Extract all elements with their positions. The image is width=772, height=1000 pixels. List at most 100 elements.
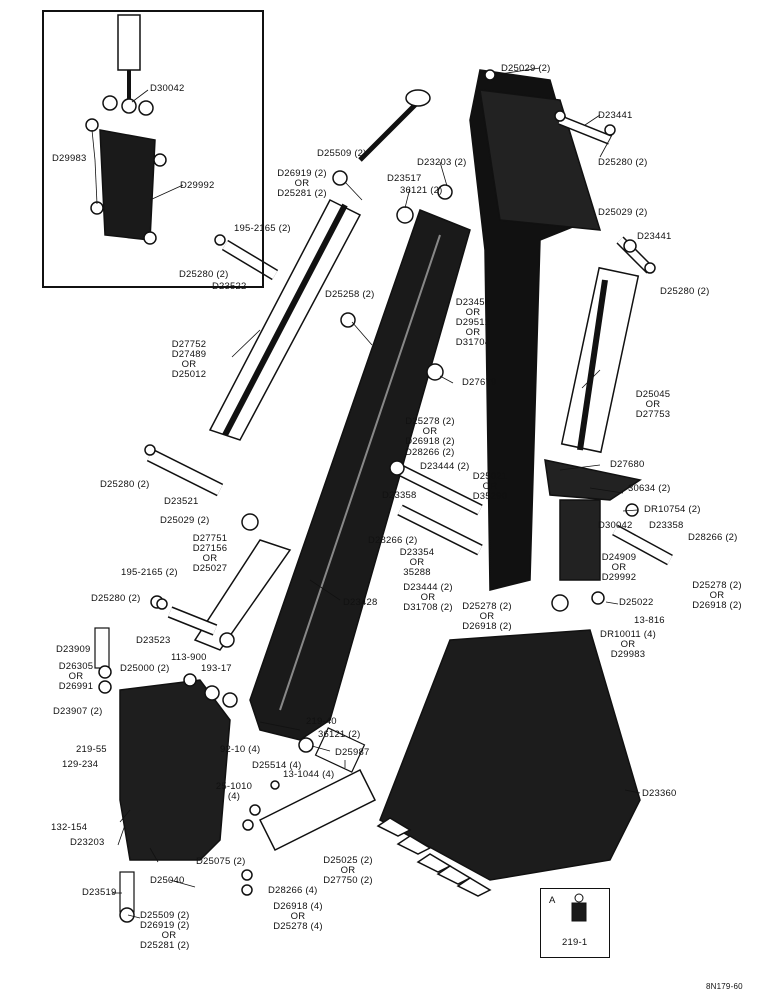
link-plate	[559, 499, 601, 581]
inset-drawing	[85, 14, 167, 245]
part-label: D23519	[82, 887, 117, 898]
part-label: D29992	[180, 180, 215, 191]
part-label: D25280 (2)	[91, 593, 141, 604]
part-label: D24909	[601, 552, 637, 563]
part-label: D27752	[171, 339, 207, 350]
part-label: D26918 (2)	[692, 600, 742, 611]
part-label: D23907 (2)	[53, 706, 103, 717]
part-label: OR	[465, 327, 481, 338]
part-label: D23360	[642, 788, 677, 799]
part-label: OR	[422, 426, 438, 437]
part-label: D27679	[462, 377, 497, 388]
part-label: 219-55	[76, 744, 107, 755]
part-label: 113-900	[171, 652, 207, 663]
part-label: OR	[611, 562, 627, 573]
part-label: D25075 (2)	[196, 856, 246, 867]
part-label: 195-2165 (2)	[121, 567, 178, 578]
part-label: OR	[420, 592, 436, 603]
part-label: OR	[340, 865, 356, 876]
part-label: 25-1010	[215, 781, 253, 792]
ref-box-figure	[571, 893, 587, 922]
part-label: D23358	[649, 520, 684, 531]
ref-caption: 219-1	[562, 937, 588, 948]
part-label: 30634 (2)	[628, 483, 671, 494]
bucket-teeth	[376, 817, 492, 897]
part-label: D23441	[598, 110, 633, 121]
part-label: D31704	[455, 337, 491, 348]
part-label: D25280 (2)	[100, 479, 150, 490]
part-label: D23521	[164, 496, 199, 507]
part-label: D25987	[335, 747, 370, 758]
part-label: OR	[161, 930, 177, 941]
ref-letter: A	[549, 895, 556, 906]
part-label: 36121 (2)	[400, 185, 443, 196]
part-label: D23523	[136, 635, 171, 646]
part-label: OR	[620, 639, 636, 650]
part-label: D25027	[192, 563, 228, 574]
part-label: D27750 (2)	[323, 875, 373, 886]
part-label: D25258 (2)	[325, 289, 375, 300]
inset-frame	[42, 10, 264, 288]
part-label: D26991	[58, 681, 94, 692]
part-label: D27680	[610, 459, 645, 470]
part-label: D29983	[52, 153, 87, 164]
part-label: D23517	[387, 173, 422, 184]
part-label: D26919 (2)	[140, 920, 190, 931]
part-label: D28266 (2)	[405, 447, 455, 458]
part-label: D25021	[472, 471, 508, 482]
part-label: D25278 (2)	[692, 580, 742, 591]
swing-tower	[119, 679, 231, 861]
part-label: D35290	[472, 491, 508, 502]
part-label: DR10011 (4)	[600, 629, 656, 640]
part-label: OR	[68, 671, 84, 682]
part-label: D26918 (2)	[405, 436, 455, 447]
part-label: 195-2165 (2)	[234, 223, 291, 234]
part-label: D26918 (4)	[273, 901, 323, 912]
part-label: 35288	[403, 567, 431, 578]
part-label: OR	[409, 557, 425, 568]
part-label: D25022	[619, 597, 654, 608]
part-label: D29983	[610, 649, 646, 660]
part-label: D29992	[601, 572, 637, 583]
pins	[94, 115, 673, 913]
part-label: D25278 (2)	[405, 416, 455, 427]
part-label: D26919 (2)	[277, 168, 327, 179]
part-label: 92-10 (4)	[220, 744, 261, 755]
part-label: D23354	[399, 547, 435, 558]
part-label: D25029 (2)	[598, 207, 648, 218]
part-label: D25514 (4)	[252, 760, 302, 771]
part-label: DR10754 (2)	[644, 504, 701, 515]
part-label: D25045	[635, 389, 671, 400]
part-label: D23444 (2)	[403, 582, 453, 593]
part-label: D25509 (2)	[140, 910, 190, 921]
part-label: D23441	[637, 231, 672, 242]
part-label: D25281 (2)	[277, 188, 327, 199]
part-label: D25280 (2)	[179, 269, 229, 280]
part-label: OR	[479, 611, 495, 622]
part-label: D27753	[635, 409, 671, 420]
bushings	[98, 69, 656, 923]
part-label: D27489	[171, 349, 207, 360]
part-label: D29512	[455, 317, 491, 328]
part-label: OR	[181, 359, 197, 370]
part-label: 129-234	[62, 759, 99, 770]
part-label: D25281 (2)	[140, 940, 190, 951]
part-label: D23203 (2)	[417, 157, 467, 168]
part-label: D25029 (2)	[160, 515, 210, 526]
part-label: D27156	[192, 543, 228, 554]
part-label: 132-154	[51, 822, 88, 833]
part-label: D23444 (2)	[420, 461, 470, 472]
bucket	[379, 629, 641, 881]
part-label: 13-1044 (4)	[283, 769, 335, 780]
part-label: D31708 (2)	[403, 602, 453, 613]
part-label: D23203	[70, 837, 105, 848]
part-label: 219-40	[306, 716, 337, 727]
lower-boom-cylinder	[193, 539, 292, 651]
dipper-head	[479, 89, 602, 231]
part-label: D25280 (2)	[660, 286, 710, 297]
part-label: D23428	[343, 597, 378, 608]
part-label: D27751	[192, 533, 228, 544]
part-label: OR	[202, 553, 218, 564]
part-label: OR	[645, 399, 661, 410]
